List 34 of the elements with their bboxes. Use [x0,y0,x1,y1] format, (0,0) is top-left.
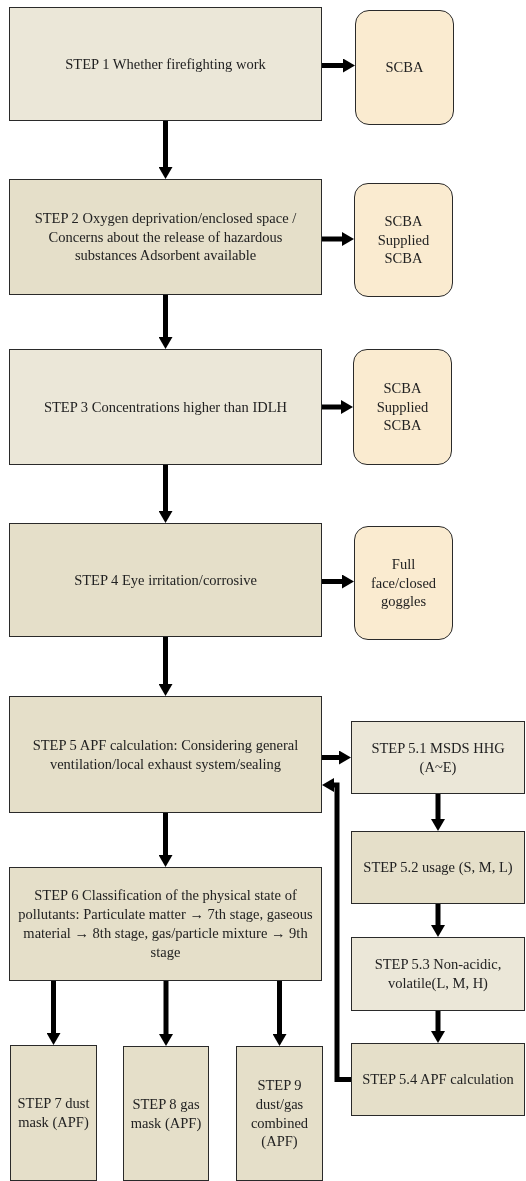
step-box: STEP 5 APF calculation: Considering general ventilation/local exhaust system/sealing [9,696,322,813]
step-box: STEP 5.1 MSDS HHG (A~E) [351,721,525,794]
arrow [322,574,354,589]
step-box: STEP 1 Whether firefighting work [9,7,322,121]
step-box: STEP 5.2 usage (S, M, L) [351,831,525,904]
arrow [322,232,354,246]
arrow [431,904,445,937]
step-box: STEP 5.4 APF calculation [351,1043,525,1116]
arrow [158,813,173,867]
step-box: STEP 8 gas mask (APF) [123,1046,209,1181]
step-box: STEP 2 Oxygen deprivation/enclosed space / Concerns about the release of hazardous substances Adsorbent available [9,179,322,295]
step-box: STEP 9 dust/gas combined (APF) [236,1046,323,1181]
arrow [159,981,173,1046]
step-box: STEP 6 Classification of the physical state of pollutants: Particulate matter → 7th stage, gaseous material → 8th stage, gas/particle mixture → 9th stage [9,867,322,981]
arrow [158,465,173,523]
arrow [158,295,173,349]
step-box: STEP 3 Concentrations higher than IDLH [9,349,322,465]
arrow [272,981,287,1046]
step-box: STEP 5.3 Non-acidic, volatile(L, M, H) [351,937,525,1011]
step-box: STEP 4 Eye irritation/corrosive [9,523,322,637]
arrow [322,58,355,73]
arrow [158,637,173,696]
arrow [46,981,61,1045]
arrow [322,778,351,1082]
outcome-box: SCBA [355,10,454,125]
outcome-box: Full face/closed goggles [354,526,453,640]
outcome-box: SCBA Supplied SCBA [354,183,453,297]
arrow [322,400,353,414]
arrow [158,121,173,179]
step-box: STEP 7 dust mask (APF) [10,1045,97,1181]
outcome-box: SCBA Supplied SCBA [353,349,452,465]
arrow [431,1011,445,1043]
arrow [431,794,445,831]
arrow [322,750,351,765]
